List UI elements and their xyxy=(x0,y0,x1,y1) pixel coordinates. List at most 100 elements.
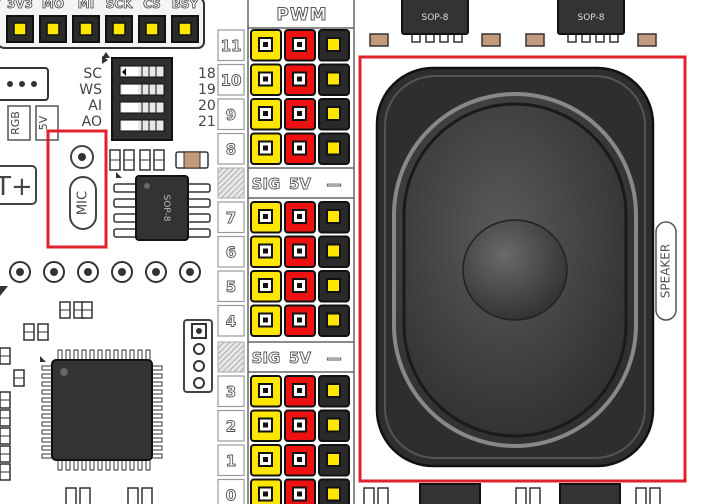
pwm-middle-pin-pad xyxy=(326,278,341,293)
pwm-upper-pin-dot xyxy=(263,111,268,116)
pwm-upper-pin-dot xyxy=(263,145,268,151)
pwm-pin-number-4: 4 xyxy=(226,313,236,331)
pad-hole xyxy=(186,268,194,276)
pwm-pin-number-9: 9 xyxy=(226,106,236,124)
pad-hole xyxy=(152,268,160,276)
i2s-left-label-0: SC xyxy=(83,66,102,82)
pad-row xyxy=(9,261,201,283)
sig-hatch xyxy=(217,341,245,373)
i2s-left-label-2: AI xyxy=(88,98,102,114)
top-header-pin-pad xyxy=(46,22,60,36)
i2s-left-label-3: AO xyxy=(82,114,102,130)
sig-hatch xyxy=(217,167,245,199)
top-header-pin-pad xyxy=(13,22,27,36)
pwm-upper-pin-pad xyxy=(326,140,341,156)
pwm-lower-pin-pad xyxy=(326,452,341,467)
pwm-upper-pin-dot xyxy=(297,111,302,116)
pwm-middle-pin-dot xyxy=(297,214,302,219)
pwm-middle-pin-pad xyxy=(326,209,341,224)
sop-chip-top-right: SOP-8 xyxy=(557,0,625,43)
pwm-num-cell xyxy=(217,375,245,408)
pwm-middle-pin-dot xyxy=(263,214,268,219)
i2s-right-label-1: 19 xyxy=(198,82,216,98)
pwm-pin-number-1: 1 xyxy=(226,452,236,470)
i2s-right-label-2: 20 xyxy=(198,98,216,114)
bottom-right-parts xyxy=(363,483,661,504)
sop-tl-label: SOP-8 xyxy=(422,13,449,23)
dip-lever xyxy=(122,121,138,130)
pwm-num-cell xyxy=(217,29,245,62)
pwm-col-label-2-1: 5V xyxy=(289,349,311,367)
pwm-pin-number-3: 3 xyxy=(226,383,236,401)
pwm-upper-pin-dot xyxy=(297,42,302,47)
top-header-pin-pad xyxy=(145,22,159,36)
pwm-num-cell xyxy=(217,444,245,477)
rgb-label: RGB xyxy=(9,111,22,135)
dip-lever xyxy=(122,67,138,76)
pwm-pin-number-8: 8 xyxy=(226,141,236,159)
pwm-middle-pin-dot xyxy=(297,283,302,288)
pwm-pin-number-0: 0 xyxy=(226,487,236,504)
pwm-middle-pin-dot xyxy=(263,248,268,254)
pwm-middle-pin-dot xyxy=(297,317,302,323)
pwm-pin-number-10: 10 xyxy=(221,72,242,90)
pwm-upper-pin-pad xyxy=(326,106,341,121)
top-header-label-3: SCK xyxy=(106,0,133,11)
small-components xyxy=(0,301,93,481)
top-header-label-1: MO xyxy=(42,0,64,11)
5v-side-label: 5V xyxy=(37,115,50,130)
top-header-pin-pad xyxy=(79,22,93,36)
bottom-left-parts xyxy=(65,487,153,504)
pwm-lower-pin-pad xyxy=(326,383,341,398)
pwm-lower-pin-pad xyxy=(326,417,341,433)
pwm-upper-pin-dot xyxy=(263,76,268,82)
sop-chip-mid: SOP-8 xyxy=(113,172,211,241)
pwm-pin-number-11: 11 xyxy=(221,37,242,55)
top-header-label-5: BSY xyxy=(172,0,199,11)
pwm-lower-block xyxy=(250,375,350,504)
sop-mid-leg-right xyxy=(185,228,211,238)
dip-marker xyxy=(122,68,126,76)
qfp-mcu xyxy=(40,349,163,471)
pad-hole xyxy=(118,268,126,276)
speaker-component: SPEAKER xyxy=(358,55,687,483)
rgb-label-block: RGB 5V xyxy=(7,105,59,141)
pwm-num-cell xyxy=(217,304,245,337)
cap-core xyxy=(183,151,201,169)
speaker-label: SPEAKER xyxy=(659,244,673,298)
pwm-lower-pin-pad xyxy=(326,486,341,502)
pwm-col-label-1-0: SIG xyxy=(252,175,281,193)
pwm-upper-pin-pad xyxy=(326,71,341,87)
pwm-num-cell xyxy=(217,98,245,131)
mic-component: MIC xyxy=(46,129,108,249)
vertical-connector xyxy=(183,319,213,393)
pwm-lower-pin-dot xyxy=(263,491,268,497)
pwm-middle-pin-pad xyxy=(326,312,341,328)
pwm-middle-pin-dot xyxy=(263,317,268,323)
sop-mid-leg-left xyxy=(113,198,139,208)
pwm-pin-number-2: 2 xyxy=(226,418,236,436)
sop-mid-leg-right xyxy=(185,183,211,193)
top-header-label-2: MI xyxy=(78,0,94,11)
pwm-lower-pin-dot xyxy=(263,422,268,428)
t-plus-label-block: T+ xyxy=(0,165,37,205)
pwm-lower-pin-dot xyxy=(263,457,268,462)
top-header-pin-pad xyxy=(178,22,192,36)
dip-lever xyxy=(122,85,138,94)
sop-mid-leg-left xyxy=(113,183,139,193)
cap-row xyxy=(109,149,209,171)
pwm-middle-block xyxy=(250,201,350,337)
sop-mid-leg-right xyxy=(185,213,211,223)
dip-lever xyxy=(122,103,138,112)
mic-label: MIC xyxy=(76,191,91,215)
sop-mid-label: SOP-8 xyxy=(161,195,171,222)
sop-mid-leg-right xyxy=(185,198,211,208)
sop-chip-top-left: SOP-8 xyxy=(401,0,469,43)
top-header-label-4: CS xyxy=(143,0,161,11)
